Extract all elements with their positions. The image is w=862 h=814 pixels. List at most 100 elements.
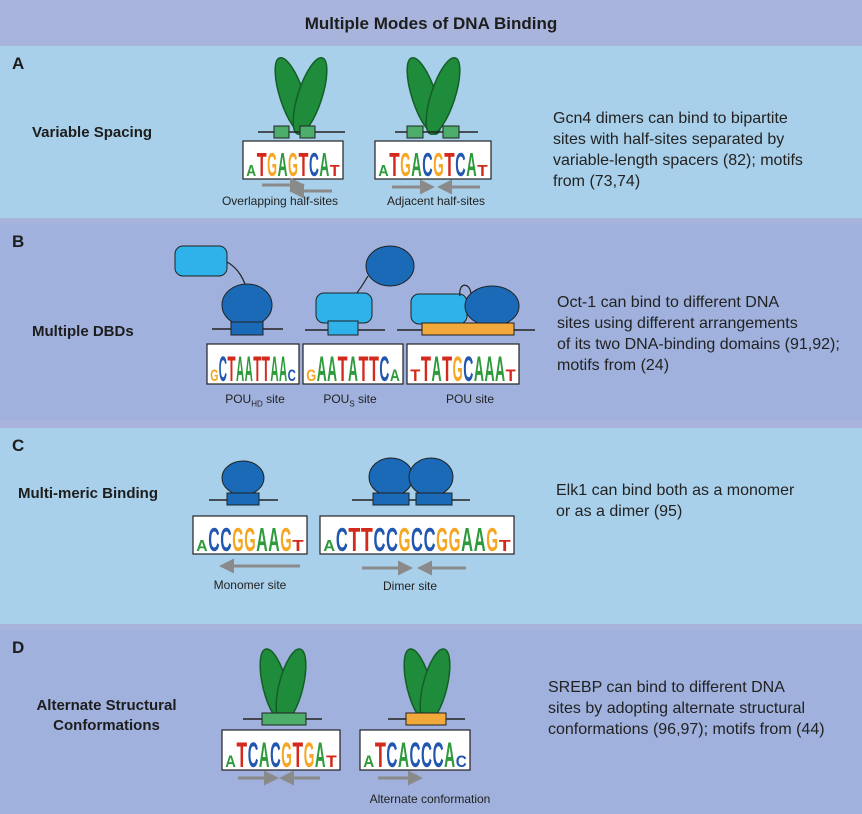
logo-letter: G xyxy=(433,147,443,184)
logo-letter: C xyxy=(219,350,227,389)
logo-letter: C xyxy=(220,522,231,559)
logo-letter: A xyxy=(323,538,335,555)
logo-letter: T xyxy=(389,147,400,184)
motif-caption: Dimer site xyxy=(382,579,437,593)
logo-frame xyxy=(359,729,471,771)
logo-letter: A xyxy=(495,350,505,389)
logo-letter: G xyxy=(210,366,218,385)
logo-letter: C xyxy=(309,147,319,184)
gcn4-dimer-adjacent xyxy=(395,57,478,139)
logo-frame xyxy=(242,140,344,180)
logo-letter: T xyxy=(330,163,340,180)
oct1-pou-hd xyxy=(174,245,283,336)
logo-letter: C xyxy=(336,522,348,559)
logo-letter: A xyxy=(411,147,421,184)
logo-letter: G xyxy=(400,147,410,184)
logo-letter: C xyxy=(455,147,465,184)
figure-title: Multiple Modes of DNA Binding xyxy=(304,14,558,33)
logo-letter: A xyxy=(474,350,484,389)
logo-letter: A xyxy=(315,736,326,775)
logo-letter: C xyxy=(379,350,389,389)
logo-letter: G xyxy=(453,350,463,389)
logo-letter: T xyxy=(477,163,488,180)
logo-letter: G xyxy=(486,522,498,559)
srebp-dimer-alternate xyxy=(388,648,465,726)
logo-letter: T xyxy=(257,147,267,184)
logo-letter: C xyxy=(422,147,432,184)
logo-letter: A xyxy=(461,522,473,559)
motif-caption: Monomer site xyxy=(213,578,287,592)
logo-letter: T xyxy=(253,350,261,389)
logo-letter: G xyxy=(281,736,292,775)
logo-letter: A xyxy=(319,147,329,184)
logo-letter: C xyxy=(288,366,296,385)
logo-letter: T xyxy=(262,350,270,389)
logo-letter: A xyxy=(466,147,476,184)
logo-frame xyxy=(206,343,300,385)
logo-letter: T xyxy=(442,350,452,389)
logo-letter: C xyxy=(456,752,467,771)
logo-letter: A xyxy=(246,163,256,180)
logo-letter: G xyxy=(280,522,291,559)
logo-letter: A xyxy=(279,350,287,389)
logo-letter: C xyxy=(421,736,432,775)
logo-letter: G xyxy=(304,736,315,775)
logo-letter: A xyxy=(317,350,327,389)
elk1-dimer xyxy=(352,457,470,506)
logo-letter: C xyxy=(373,522,385,559)
panel-letter: C xyxy=(12,436,25,455)
logo-letter: G xyxy=(288,147,298,184)
panel-letter: D xyxy=(12,638,25,657)
logo-frame xyxy=(221,729,341,771)
logo-letter: A xyxy=(390,366,400,385)
logo-letter: T xyxy=(358,350,368,389)
logo-letter: A xyxy=(270,350,278,389)
logo-letter: T xyxy=(227,350,235,389)
logo-letter: A xyxy=(431,350,441,389)
logo-letter: A xyxy=(268,522,279,559)
logo-letter: G xyxy=(306,366,316,385)
logo-letter: A xyxy=(256,522,267,559)
panel-title: Variable Spacing xyxy=(32,124,153,141)
logo-letter: T xyxy=(292,538,304,555)
logo-frame xyxy=(406,343,520,385)
logo-letter: C xyxy=(248,736,259,775)
logo-letter: A xyxy=(363,752,374,771)
motif-caption: Adjacent half-sites xyxy=(386,194,486,208)
logo-letter: T xyxy=(298,147,308,184)
gcn4-dimer-overlapping xyxy=(258,57,345,139)
logo-letter: T xyxy=(361,522,373,559)
panel-description: Gcn4 dimers can bind to bipartite sites … xyxy=(553,110,803,190)
logo-letter: C xyxy=(424,522,436,559)
logo-letter: G xyxy=(232,522,243,559)
logo-frame xyxy=(319,515,515,555)
panel-title: Alternate Structural Conformations xyxy=(36,697,177,734)
panel-letter: B xyxy=(12,232,25,251)
oct1-pou-s xyxy=(305,245,415,336)
logo-letter: G xyxy=(267,147,277,184)
logo-letter: A xyxy=(444,736,455,775)
logo-letter: A xyxy=(378,163,389,180)
logo-letter: C xyxy=(270,736,281,775)
logo-letter: G xyxy=(399,522,411,559)
logo-letter: T xyxy=(237,736,248,775)
logo-letter: C xyxy=(410,736,421,775)
logo-letter: A xyxy=(278,147,288,184)
logo-letter: A xyxy=(484,350,494,389)
logo-letter: T xyxy=(369,350,379,389)
logo-letter: T xyxy=(338,350,348,389)
logo-letter: T xyxy=(421,350,431,389)
panel-letter: A xyxy=(12,54,25,73)
logo-letter: T xyxy=(293,736,304,775)
panel-title: Multiple DBDs xyxy=(32,323,134,340)
logo-frame xyxy=(374,140,492,180)
logo-letter: A xyxy=(225,752,236,771)
